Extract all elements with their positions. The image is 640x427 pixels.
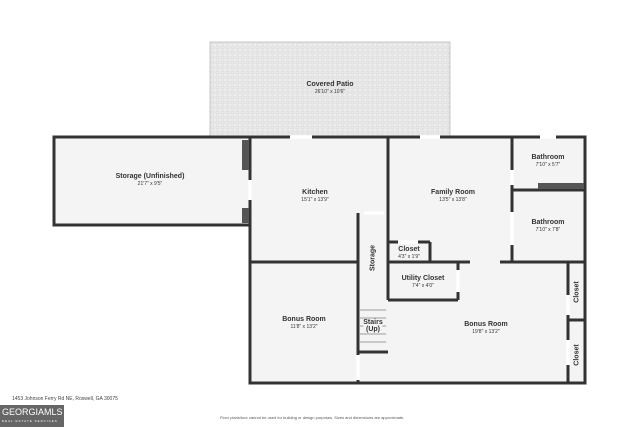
vanity — [538, 183, 584, 189]
room-closet-right-2: Closet — [573, 344, 581, 366]
patio-area — [209, 41, 451, 138]
stairs: Stairs(Up) — [363, 319, 383, 333]
room-storage-unfinished: Storage (Unfinished)21'7" x 9'5" — [115, 173, 185, 187]
room-closet-right-1: Closet — [573, 281, 581, 303]
openings — [248, 135, 570, 380]
disclaimer: Floor plans/tour cannot be used for buil… — [220, 415, 405, 420]
counter — [242, 140, 249, 170]
address: 1453 Johnson Ferry Rd NE, Roswell, GA 30… — [12, 396, 118, 402]
room-storage: Storage — [369, 244, 377, 272]
walls — [52, 135, 587, 385]
